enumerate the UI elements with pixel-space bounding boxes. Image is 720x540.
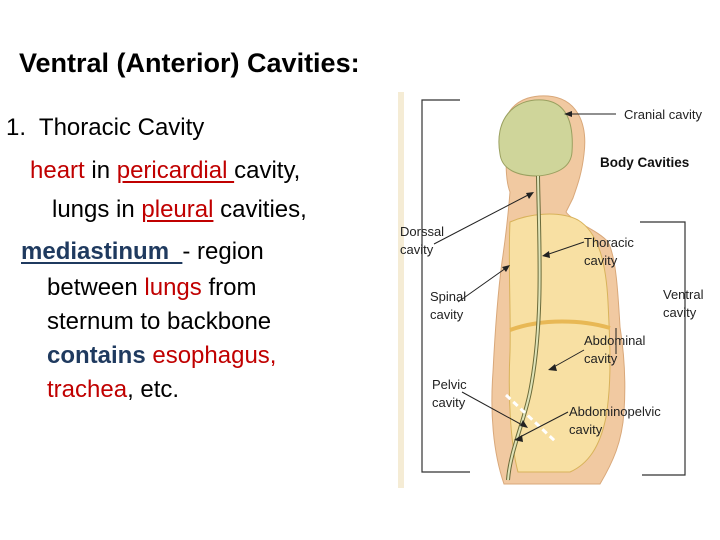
line-sternum: sternum to backbone [47, 305, 271, 339]
term-mediastinum: mediastinum [21, 238, 183, 265]
term-pleural: pleural [141, 196, 214, 223]
label-thoracic-1: Thoracic [584, 235, 634, 250]
term-pericardial: pericardial [116, 157, 235, 184]
slide-title: Ventral (Anterior) Cavities: [19, 48, 360, 78]
text-etc: , etc. [127, 376, 180, 403]
ventral-bracket [640, 221, 686, 476]
label-ventral-2: cavity [663, 305, 697, 320]
label-spinal-1: Spinal [430, 289, 466, 304]
label-body-cavities: Body Cavities [600, 155, 689, 170]
label-ventral-1: Ventral [663, 287, 704, 302]
text-between: between [47, 274, 145, 301]
label-pelvic-2: cavity [432, 395, 466, 410]
diaphragm [509, 319, 611, 332]
list-item-thoracic-label: 1. Thoracic Cavity [6, 114, 205, 141]
label-dorsal-2: cavity [400, 242, 434, 257]
body-cavities-diagram: Cranial cavity Body Cavities Dorssal cav… [398, 92, 720, 492]
label-dorsal-1: Dorssal [400, 224, 444, 239]
label-abdominal-2: cavity [584, 351, 618, 366]
label-abdominal-1: Abdominal [584, 333, 646, 348]
word-contains: contains [47, 342, 146, 369]
line-lungs: lungs in pleural cavities, [52, 193, 307, 227]
diagram-edge [398, 92, 404, 488]
line-between: between lungs from [47, 271, 256, 305]
label-cranial-cavity: Cranial cavity [624, 107, 703, 122]
cranial-cavity-shape [498, 99, 573, 177]
dorsal-bracket [421, 99, 470, 473]
line-trachea: trachea, etc. [47, 373, 179, 407]
line-contains: contains esophagus, [47, 339, 276, 373]
text-cavity: cavity, [234, 157, 301, 184]
text-cavities: cavities, [213, 196, 307, 223]
label-abdominopelvic-1: Abdominopelvic [569, 404, 661, 419]
label-thoracic-2: cavity [584, 253, 618, 268]
text-sternum: sternum to backbone [47, 308, 272, 335]
text-lungs-in: lungs in [52, 196, 142, 223]
text-region: - region [182, 238, 264, 265]
label-pelvic-1: Pelvic [432, 377, 467, 392]
ventral-cavity-shape [508, 213, 611, 473]
line-mediastinum: mediastinum - region [21, 235, 264, 269]
label-abdominopelvic-2: cavity [569, 422, 603, 437]
list-item-thoracic: 1. Thoracic Cavity [6, 111, 204, 145]
text-in: in [84, 157, 117, 184]
text-from: from [201, 274, 257, 301]
word-heart: heart [30, 157, 85, 184]
word-trachea: trachea [47, 376, 128, 403]
pelvic-divider [504, 393, 558, 444]
label-spinal-2: cavity [430, 307, 464, 322]
line-heart: heart in pericardial cavity, [30, 154, 300, 188]
word-esophagus: esophagus, [152, 342, 277, 369]
word-lungs: lungs [144, 274, 202, 301]
